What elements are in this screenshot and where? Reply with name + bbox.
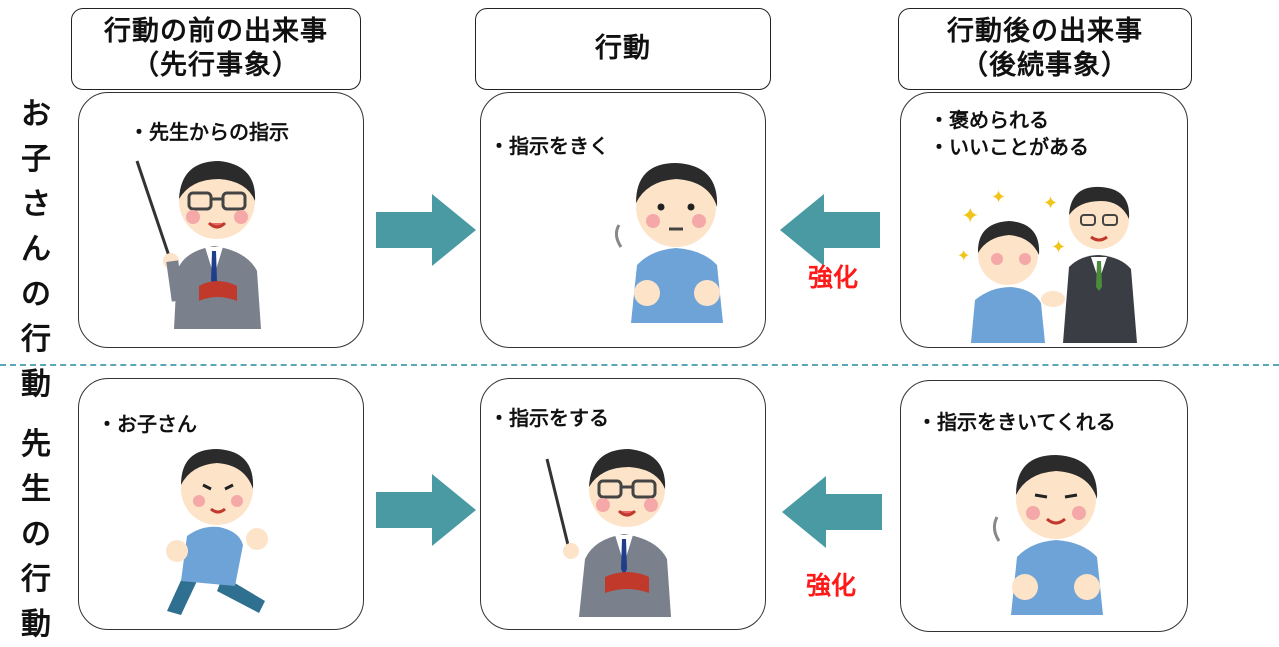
header-consequence-subtitle: （後続事象） bbox=[961, 50, 1129, 81]
child-listening-icon bbox=[614, 163, 723, 323]
svg-text:✦: ✦ bbox=[991, 187, 1006, 208]
header-behavior: 行動 bbox=[475, 8, 771, 90]
reinforce-label-teacher: 強化 bbox=[806, 571, 857, 600]
child-running-icon bbox=[166, 449, 268, 615]
card-teacher-antecedent-text: ・お子さん bbox=[97, 412, 197, 436]
svg-text:✦: ✦ bbox=[961, 204, 979, 229]
child-smiling-icon bbox=[992, 455, 1103, 615]
header-antecedent-subtitle: （先行事象） bbox=[132, 50, 300, 81]
card-child-consequence-line2: ・いいことがある bbox=[929, 135, 1089, 159]
reinforce-label-child: 強化 bbox=[808, 263, 859, 292]
card-teacher-consequence-text: ・指示をきいてくれる bbox=[917, 410, 1116, 434]
row-label-teacher: 先生の行動 bbox=[21, 427, 51, 642]
svg-text:✦: ✦ bbox=[1043, 193, 1058, 214]
row-label-child: お子さんの行動 bbox=[21, 97, 51, 402]
row-divider bbox=[0, 364, 1279, 366]
arrow-right-icon bbox=[376, 194, 476, 266]
teacher-with-pointer-icon bbox=[545, 449, 671, 617]
header-behavior-title: 行動 bbox=[595, 33, 651, 65]
header-consequence: 行動後の出来事 （後続事象） bbox=[898, 8, 1192, 90]
arrow-left-icon bbox=[782, 476, 882, 548]
card-child-behavior: ・指示をきく bbox=[480, 92, 766, 348]
card-child-antecedent-text: ・先生からの指示 bbox=[129, 120, 289, 144]
header-antecedent-title: 行動の前の出来事 bbox=[104, 16, 328, 48]
card-teacher-antecedent: ・お子さん bbox=[78, 378, 364, 630]
arrow-right-icon bbox=[376, 474, 476, 546]
card-teacher-behavior-text: ・指示をする bbox=[489, 406, 609, 430]
svg-text:✦: ✦ bbox=[957, 246, 970, 265]
card-teacher-consequence: ・指示をきいてくれる bbox=[900, 380, 1188, 632]
svg-text:✦: ✦ bbox=[1051, 237, 1066, 258]
child-praised-by-teacher-icon: ✦ ✦ ✦ ✦ ✦ bbox=[957, 186, 1137, 343]
card-child-behavior-text: ・指示をきく bbox=[489, 134, 609, 158]
header-antecedent: 行動の前の出来事 （先行事象） bbox=[71, 8, 361, 90]
arrow-left-icon bbox=[780, 194, 880, 266]
header-consequence-title: 行動後の出来事 bbox=[947, 16, 1143, 48]
card-child-antecedent: ・先生からの指示 bbox=[78, 92, 364, 348]
card-child-consequence: ・褒められる ・いいことがある ✦ ✦ ✦ ✦ ✦ bbox=[900, 92, 1188, 348]
card-child-consequence-line1: ・褒められる bbox=[929, 108, 1049, 132]
teacher-with-pointer-icon bbox=[135, 160, 261, 329]
card-teacher-behavior: ・指示をする bbox=[480, 378, 766, 630]
